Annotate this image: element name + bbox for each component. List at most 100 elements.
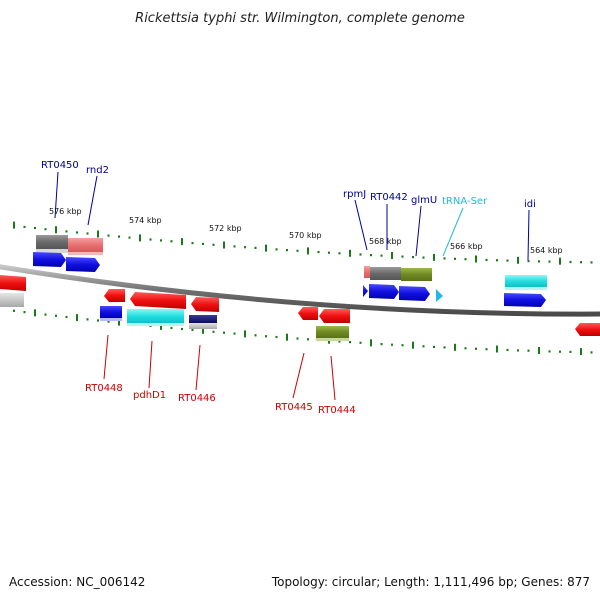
kbp-label-566: 566 kbp [450, 242, 483, 251]
gene-label-rnd2: rnd2 [86, 165, 109, 176]
tick-minor [359, 253, 362, 256]
minus-strand-arrows [0, 275, 600, 341]
gene-label-idi: idi [524, 199, 536, 210]
tick-minor [296, 249, 299, 252]
tick-minor [559, 350, 561, 353]
tick-minor [506, 348, 509, 352]
leader-trna-ser [442, 207, 464, 257]
tick-minor [181, 327, 183, 331]
kbp-scale: 576 kbp 574 kbp 572 kbp 570 kbp 568 kbp … [49, 207, 563, 255]
tick-minor [590, 351, 593, 354]
gene-label-rt0445: RT0445 [275, 402, 313, 413]
leader-rt0450 [54, 171, 59, 219]
gene-rt0446-arrow [191, 297, 219, 312]
gene-label-rt0450: RT0450 [41, 160, 79, 171]
kbp-label-576: 576 kbp [49, 207, 82, 216]
tick-major [286, 333, 288, 341]
tick-minor [65, 230, 68, 233]
gene-rnd2-shadow [68, 252, 103, 255]
tick-major [433, 253, 435, 261]
tick-minor [275, 335, 278, 339]
kbp-label-570: 570 kbp [289, 231, 322, 240]
tick-minor [338, 340, 341, 343]
tick-minor [527, 260, 530, 263]
gene-rpmj-arrow [363, 285, 368, 297]
gene-rt0448-plusbox [100, 306, 122, 318]
tick-minor [307, 338, 309, 341]
gene-idi-arrow [504, 293, 546, 307]
gene-label-rpmj: rpmJ [343, 189, 366, 200]
tick-row-top [13, 221, 593, 265]
gene-rt0450-shadow [36, 249, 68, 253]
tick-minor [433, 345, 435, 348]
gene-rt0444-band [316, 326, 349, 338]
gene-rt0448-arrow [104, 289, 125, 302]
gene-rpmj-band [364, 266, 370, 278]
leader-rnd2 [87, 175, 98, 226]
gene-rnd2-band [68, 238, 103, 252]
tick-minor [254, 334, 257, 337]
tick-minor [275, 248, 278, 251]
tick-minor [233, 245, 236, 248]
tick-major [181, 238, 183, 246]
gene-label-pdhd1: pdhD1 [133, 390, 166, 401]
tick-minor [496, 259, 498, 262]
tick-minor [443, 257, 446, 260]
tick-major [412, 341, 414, 349]
tick-major [475, 255, 477, 263]
gene-rt0442-band [370, 267, 401, 280]
tick-minor [191, 328, 194, 331]
tick-minor [422, 345, 425, 348]
tick-major [118, 318, 120, 326]
tick-minor [55, 314, 57, 317]
tick-major [55, 226, 57, 234]
tick-minor [569, 350, 572, 353]
kbp-label-572: 572 kbp [209, 224, 242, 233]
tick-minor [65, 315, 68, 319]
plus-strand-arrows [33, 252, 546, 321]
leader-glmu [415, 205, 422, 257]
tick-minor [76, 231, 78, 234]
gene-label-rt0448: RT0448 [85, 383, 123, 394]
tick-minor [44, 313, 47, 316]
tick-minor [212, 243, 215, 246]
tick-minor [13, 309, 15, 312]
gene-rt0448-plusbox-shadow [100, 318, 122, 321]
tick-minor [475, 347, 477, 350]
tick-major [496, 345, 498, 353]
gene-rt0446-shadow [189, 323, 217, 329]
tick-major [34, 309, 36, 317]
map-title: Rickettsia typhi str. Wilmington, comple… [135, 11, 465, 26]
leader-rpmj [354, 199, 368, 251]
tick-major [244, 330, 246, 338]
gene-rt0444-arrow [319, 309, 350, 323]
tick-major [223, 241, 225, 249]
tick-major [160, 322, 162, 330]
gene-label-rt0446: RT0446 [178, 393, 216, 404]
tick-minor [548, 260, 551, 263]
leader-pdhd1 [148, 340, 153, 389]
tick-minor [254, 246, 257, 249]
tick-minor [107, 320, 110, 323]
tick-minor [412, 256, 414, 259]
tick-major [538, 347, 540, 354]
tick-major [139, 234, 141, 242]
tick-minor [160, 239, 162, 242]
gene-edge-right-arrow [575, 323, 600, 336]
gene-edge-left-arrow [0, 275, 26, 291]
genome-backbone [0, 264, 600, 317]
kbp-label-564: 564 kbp [530, 246, 563, 255]
tick-minor [443, 346, 446, 349]
tick-minor [223, 331, 225, 334]
tick-minor [359, 341, 362, 344]
gene-rt0450-band [36, 235, 68, 249]
gene-labels-top: RT0450 rnd2 rpmJ RT0442 glmU tRNA-Ser id… [41, 160, 536, 210]
leader-idi [527, 209, 530, 261]
gene-idi-band [505, 275, 547, 287]
tick-major [76, 314, 78, 322]
gene-rt0446-band [189, 315, 217, 323]
tick-minor [328, 251, 330, 254]
leader-rt0445 [292, 352, 305, 399]
tick-minor [202, 242, 204, 245]
tick-minor [23, 311, 26, 314]
